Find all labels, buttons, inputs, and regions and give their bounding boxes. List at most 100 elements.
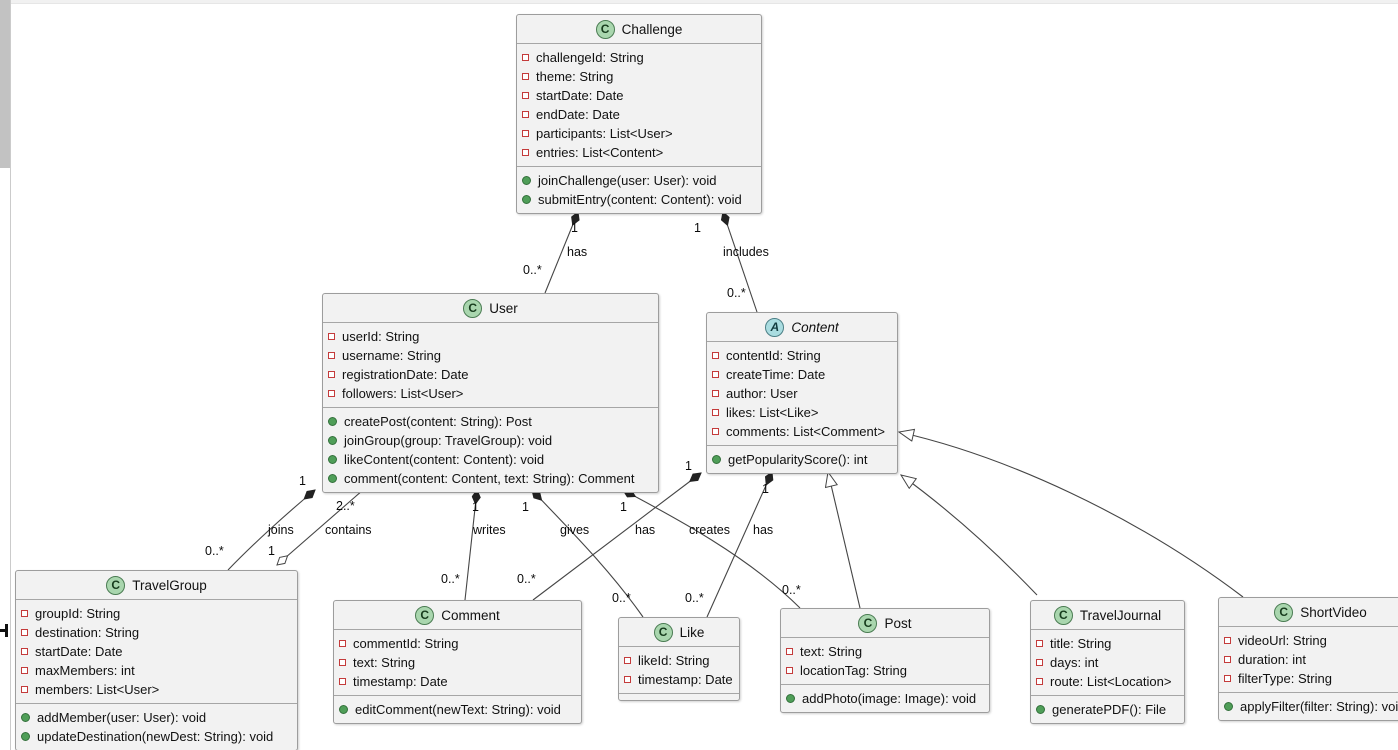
multiplicity-label: 0..* bbox=[782, 583, 801, 597]
class-traveljournal: C TravelJournal title: String days: int … bbox=[1030, 600, 1185, 724]
method-row: generatePDF(): File bbox=[1036, 700, 1178, 719]
public-method-icon bbox=[1036, 705, 1045, 714]
member-text: joinGroup(group: TravelGroup): void bbox=[344, 433, 553, 448]
member-text: createPost(content: String): Post bbox=[344, 414, 532, 429]
left-scrollbar-thumb[interactable] bbox=[0, 0, 10, 168]
member-text: startDate: Date bbox=[35, 644, 123, 659]
attribute-row: days: int bbox=[1036, 653, 1178, 672]
private-field-icon bbox=[1224, 637, 1231, 644]
multiplicity-label: 1 bbox=[620, 500, 627, 514]
private-field-icon bbox=[328, 352, 335, 359]
private-field-icon bbox=[712, 409, 719, 416]
public-method-icon bbox=[522, 176, 531, 185]
multiplicity-label: 0..* bbox=[685, 591, 704, 605]
member-text: theme: String bbox=[536, 69, 614, 84]
class-shortvideo: C ShortVideo videoUrl: String duration: … bbox=[1218, 597, 1398, 721]
class-name: Challenge bbox=[621, 21, 683, 37]
member-text: videoUrl: String bbox=[1238, 633, 1327, 648]
attribute-row: challengeId: String bbox=[522, 48, 755, 67]
edge-traveljournal-extends-content bbox=[901, 475, 1038, 596]
member-text: likeId: String bbox=[638, 653, 710, 668]
class-content: A Content contentId: String createTime: … bbox=[706, 312, 898, 474]
public-method-icon bbox=[21, 732, 30, 741]
private-field-icon bbox=[339, 678, 346, 685]
private-field-icon bbox=[624, 657, 631, 664]
class-name: Comment bbox=[441, 607, 500, 623]
private-field-icon bbox=[21, 629, 28, 636]
method-row: getPopularityScore(): int bbox=[712, 450, 891, 469]
class-stereotype-icon: C bbox=[106, 575, 126, 595]
attribute-row: registrationDate: Date bbox=[328, 365, 652, 384]
member-text: author: User bbox=[726, 386, 798, 401]
private-field-icon bbox=[786, 667, 793, 674]
private-field-icon bbox=[522, 73, 529, 80]
private-field-icon bbox=[522, 149, 529, 156]
member-text: generatePDF(): File bbox=[1052, 702, 1167, 717]
class-name: Like bbox=[679, 624, 705, 640]
multiplicity-label: 0..* bbox=[517, 572, 536, 586]
member-text: joinChallenge(user: User): void bbox=[538, 173, 717, 188]
private-field-icon bbox=[522, 111, 529, 118]
edge-role-label: creates bbox=[689, 523, 730, 537]
artifact-mark bbox=[0, 629, 8, 632]
class-name: Post bbox=[884, 615, 912, 631]
attribute-row: timestamp: Date bbox=[339, 672, 575, 691]
public-method-icon bbox=[1224, 702, 1233, 711]
method-row: joinGroup(group: TravelGroup): void bbox=[328, 431, 652, 450]
member-text: days: int bbox=[1050, 655, 1099, 670]
private-field-icon bbox=[786, 648, 793, 655]
public-method-icon bbox=[328, 417, 337, 426]
class-like: C Like likeId: String timestamp: Date bbox=[618, 617, 740, 701]
member-text: challengeId: String bbox=[536, 50, 644, 65]
member-text: locationTag: String bbox=[800, 663, 907, 678]
method-row: addMember(user: User): void bbox=[21, 708, 291, 727]
attribute-row: likes: List<Like> bbox=[712, 403, 891, 422]
class-title: A Content bbox=[707, 313, 897, 342]
method-row: applyFilter(filter: String): void bbox=[1224, 697, 1398, 716]
class-stereotype-icon: C bbox=[463, 298, 483, 318]
multiplicity-label: 1 bbox=[268, 544, 275, 558]
private-field-icon bbox=[1224, 675, 1231, 682]
multiplicity-label: 1 bbox=[571, 221, 578, 235]
member-text: filterType: String bbox=[1238, 671, 1332, 686]
member-text: editComment(newText: String): void bbox=[355, 702, 561, 717]
method-row: joinChallenge(user: User): void bbox=[522, 171, 755, 190]
member-text: likeContent(content: Content): void bbox=[344, 452, 545, 467]
member-text: participants: List<User> bbox=[536, 126, 673, 141]
attribute-row: route: List<Location> bbox=[1036, 672, 1178, 691]
multiplicity-label: 1 bbox=[299, 474, 306, 488]
multiplicity-label: 2..* bbox=[336, 499, 355, 513]
member-text: updateDestination(newDest: String): void bbox=[37, 729, 274, 744]
attribute-row: members: List<User> bbox=[21, 680, 291, 699]
attribute-row: groupId: String bbox=[21, 604, 291, 623]
private-field-icon bbox=[1036, 678, 1043, 685]
attribute-row: videoUrl: String bbox=[1224, 631, 1398, 650]
attribute-row: contentId: String bbox=[712, 346, 891, 365]
member-text: addPhoto(image: Image): void bbox=[802, 691, 977, 706]
member-text: members: List<User> bbox=[35, 682, 160, 697]
method-row: addPhoto(image: Image): void bbox=[786, 689, 983, 708]
edge-role-label: contains bbox=[325, 523, 372, 537]
member-text: username: String bbox=[342, 348, 441, 363]
edge-role-label: writes bbox=[473, 523, 506, 537]
method-row: createPost(content: String): Post bbox=[328, 412, 652, 431]
private-field-icon bbox=[328, 390, 335, 397]
member-text: destination: String bbox=[35, 625, 140, 640]
class-comment: C Comment commentId: String text: String… bbox=[333, 600, 582, 724]
public-method-icon bbox=[21, 713, 30, 722]
class-stereotype-icon: C bbox=[595, 19, 615, 39]
class-stereotype-icon: C bbox=[858, 613, 878, 633]
class-name: ShortVideo bbox=[1300, 604, 1367, 620]
public-method-icon bbox=[328, 474, 337, 483]
private-field-icon bbox=[712, 390, 719, 397]
member-text: comment(content: Content, text: String):… bbox=[344, 471, 635, 486]
attribute-row: text: String bbox=[339, 653, 575, 672]
multiplicity-label: 1 bbox=[522, 500, 529, 514]
private-field-icon bbox=[21, 648, 28, 655]
multiplicity-label: 0..* bbox=[205, 544, 224, 558]
member-text: duration: int bbox=[1238, 652, 1306, 667]
multiplicity-label: 0..* bbox=[441, 572, 460, 586]
attribute-row: duration: int bbox=[1224, 650, 1398, 669]
private-field-icon bbox=[339, 640, 346, 647]
member-text: startDate: Date bbox=[536, 88, 624, 103]
